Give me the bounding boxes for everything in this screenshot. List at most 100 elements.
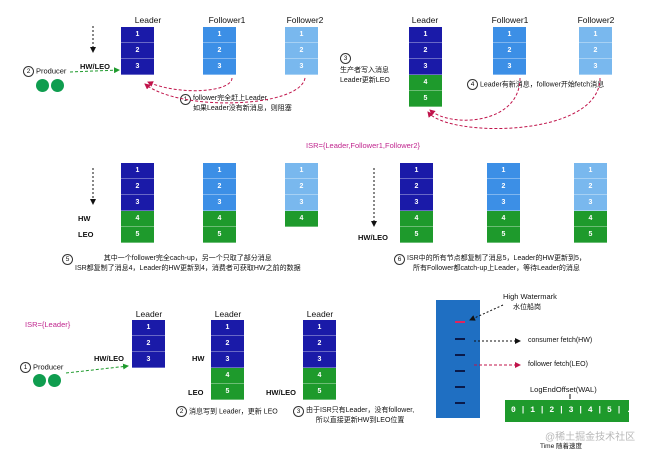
hw-label: HW (78, 214, 91, 223)
follower2-cell-1: 1 (285, 27, 318, 43)
follower2-cell-1: 1 (574, 163, 607, 179)
leader-cell-5: 5 (409, 91, 442, 107)
follower1-fetch-arrow (147, 77, 233, 92)
follower2-header: Follower2 (577, 15, 615, 25)
follower2-cell-3: 3 (574, 195, 607, 211)
step-label: Producer (36, 66, 67, 76)
log-tick (455, 386, 465, 388)
log-tick (455, 338, 465, 340)
leader-cell-4: 4 (409, 75, 442, 91)
leader-cell-5: 5 (400, 227, 433, 243)
watermark-text: @稀土掘金技术社区 (545, 432, 636, 443)
follower1-cell-1: 1 (487, 163, 520, 179)
leader-cell-4: 4 (400, 211, 433, 227)
follower1-cell-5: 5 (487, 227, 520, 243)
leader-cell-5: 5 (211, 384, 244, 400)
producer-arrow (65, 363, 129, 374)
step-label: Producer (33, 362, 64, 372)
follower1-header: Follower1 (491, 15, 529, 25)
follower1-cell-2: 2 (203, 179, 236, 195)
leader-cell-1: 1 (303, 320, 336, 336)
follower1-cell-4: 4 (487, 211, 520, 227)
high-watermark-marker (455, 321, 465, 323)
leader-cell-4: 4 (211, 368, 244, 384)
follower2-cell-2: 2 (285, 43, 318, 59)
follower2-cell-1: 1 (579, 27, 612, 43)
producer-icon (33, 374, 46, 387)
follower1-cell-1: 1 (493, 27, 526, 43)
follower1-cell-3: 3 (203, 59, 236, 75)
leader-header: Leader (135, 309, 163, 319)
follower2-cell-3: 3 (579, 59, 612, 75)
step-number: 6 (394, 254, 405, 265)
leader-header: Leader (411, 15, 439, 25)
follower2-cell-3: 3 (285, 59, 318, 75)
follower1-cell-2: 2 (493, 43, 526, 59)
follower1-cell-2: 2 (203, 43, 236, 59)
follower2-cell-4: 4 (285, 211, 318, 227)
leader-cell-3: 3 (211, 352, 244, 368)
follower1-cell-2: 2 (487, 179, 520, 195)
leader-cell-5: 5 (121, 227, 154, 243)
leader-cell-3: 3 (303, 352, 336, 368)
step-text: ISR中的所有节点都复制了消息5，Leader的HW更新到5， 所有Follow… (407, 255, 586, 272)
leader-cell-5: 5 (303, 384, 336, 400)
step-number: 3 (293, 406, 304, 417)
follower1-cell-1: 1 (203, 27, 236, 43)
step-text: follower完全赶上Leader, 如果Leader没有新消息，则阻塞 (193, 95, 292, 112)
follower2-cell-1: 1 (285, 163, 318, 179)
follower1-cell-5: 5 (203, 227, 236, 243)
hw-leo-label: HW/LEO (94, 354, 124, 363)
leader-cell-3: 3 (400, 195, 433, 211)
step-text: 由于ISR只有Leader，没有follower, 所以直接更新HW到LEO位置 (306, 407, 415, 424)
step-number: 2 (23, 66, 34, 77)
isr-leader-label: ISR={Leader} (25, 320, 71, 329)
leader-header: Leader (214, 309, 242, 319)
leader-cell-1: 1 (121, 163, 154, 179)
leader-cell-1: 1 (400, 163, 433, 179)
log-end-offset-label: LogEndOffset(WAL) (530, 385, 597, 394)
step-number: 5 (62, 254, 73, 265)
follower-fetch-label: follower fetch(LEO) (528, 361, 588, 368)
follower1-cell-1: 1 (203, 163, 236, 179)
follower1-cell-3: 3 (203, 195, 236, 211)
follower2-cell-2: 2 (579, 43, 612, 59)
step-number: 1 (20, 362, 31, 373)
hw-label: HW (192, 354, 205, 363)
leader-cell-2: 2 (400, 179, 433, 195)
log-tick (455, 370, 465, 372)
high-watermark-label: High Watermark (503, 292, 557, 301)
step-number: 1 (180, 94, 191, 105)
log-tick (455, 402, 465, 404)
step-number: 3 (340, 53, 351, 64)
hw-leo-label: HW/LEO (266, 388, 296, 397)
follower2-cell-2: 2 (285, 179, 318, 195)
timeline-bar (505, 400, 629, 422)
producer-icon (51, 79, 64, 92)
hw-leo-label: HW/LEO (80, 62, 110, 71)
step-text: 其中一个follower完全cach-up，另一个只取了部分消息 ISR都复制了… (75, 255, 301, 272)
time-label: Time 随着速度 (540, 443, 583, 450)
log-bar (436, 300, 480, 418)
follower2-cell-3: 3 (285, 195, 318, 211)
consumer-fetch-label: consumer fetch(HW) (528, 337, 593, 344)
leader-cell-2: 2 (132, 336, 165, 352)
leader-cell-3: 3 (121, 59, 154, 75)
leader-cell-2: 2 (121, 179, 154, 195)
producer-icon (48, 374, 61, 387)
follower1-cell-4: 4 (203, 211, 236, 227)
timeline-text: 0 | 1 | 2 | 3 | 4 | 5 | ... (511, 406, 641, 415)
step-text: 生产者写入消息 Leader更新LEO (340, 67, 390, 84)
leader-cell-3: 3 (409, 59, 442, 75)
leader-cell-1: 1 (121, 27, 154, 43)
log-tick (455, 354, 465, 356)
leader-cell-2: 2 (303, 336, 336, 352)
leader-cell-3: 3 (121, 195, 154, 211)
